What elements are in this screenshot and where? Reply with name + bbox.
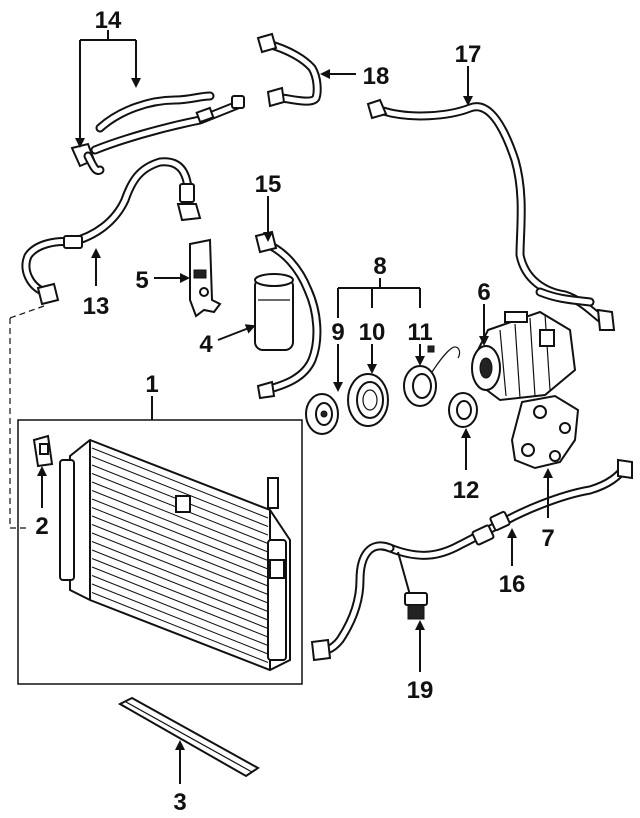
condenser-fin [91,456,269,527]
callout-1: 1 [145,371,158,398]
part-16-liquid-tube [385,458,633,560]
condenser-fin [91,592,269,663]
condenser-fin [91,541,269,612]
callout-4: 4 [199,331,213,358]
callout-18: 18 [363,63,390,90]
part-14-suction-hose [70,91,245,175]
callout-17: 17 [455,41,482,68]
condenser-fin [91,532,269,604]
condenser-fin [91,549,269,621]
part-10-pulley [347,373,389,427]
condenser-fin [91,524,269,595]
condenser-fin [91,498,269,570]
part-7-mounting-bracket [510,394,580,470]
callout-13: 13 [83,293,110,320]
callout-12: 12 [453,477,480,504]
part-1-group-frame [17,419,303,685]
callout-19: 19 [407,677,434,704]
part-4-receiver-drier [254,273,294,351]
condenser-fin [91,515,269,587]
callout-6: 6 [477,279,490,306]
part-3-seal [117,696,260,778]
connector-lines [9,305,45,529]
callout-5: 5 [135,267,148,294]
part-9-clutch-hub [305,393,339,435]
callout-11: 11 [407,319,432,346]
condenser-fin [91,507,269,578]
callout-2: 2 [35,513,48,540]
callout-10: 10 [359,319,386,346]
callout-16: 16 [499,571,526,598]
part-13-discharge-hose [21,157,202,306]
callout-8: 8 [373,253,386,280]
callout-14: 14 [95,7,122,34]
part-17-liquid-line [366,98,616,331]
condenser-fin [91,490,269,561]
leader-lines [37,30,553,784]
condenser-fin [91,575,269,646]
part-18-pipe [256,32,322,108]
part-1-condenser [59,438,291,672]
part-5-bracket [189,238,222,318]
part-6-compressor [471,310,577,402]
part-19-pressure-switch [310,541,428,662]
condenser-fin [91,447,269,519]
callout-7: 7 [541,525,554,552]
condenser-fin [91,583,269,655]
part-15-pipe [254,230,322,400]
condenser-fin [91,566,269,638]
callout-9: 9 [331,319,344,346]
condenser-fin [91,481,269,553]
part-2-condenser-bracket [32,434,54,468]
callout-15: 15 [255,171,282,198]
condenser-fin [91,558,269,629]
callout-3: 3 [173,789,186,816]
part-12-clutch-plate [448,392,478,428]
part-11-coil [403,345,461,407]
